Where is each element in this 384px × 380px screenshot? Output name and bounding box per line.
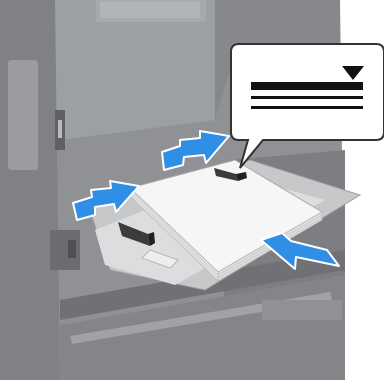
- paper-line-2: [251, 106, 363, 109]
- paper-line-1: [251, 96, 363, 99]
- paper-limit-line: [251, 82, 363, 90]
